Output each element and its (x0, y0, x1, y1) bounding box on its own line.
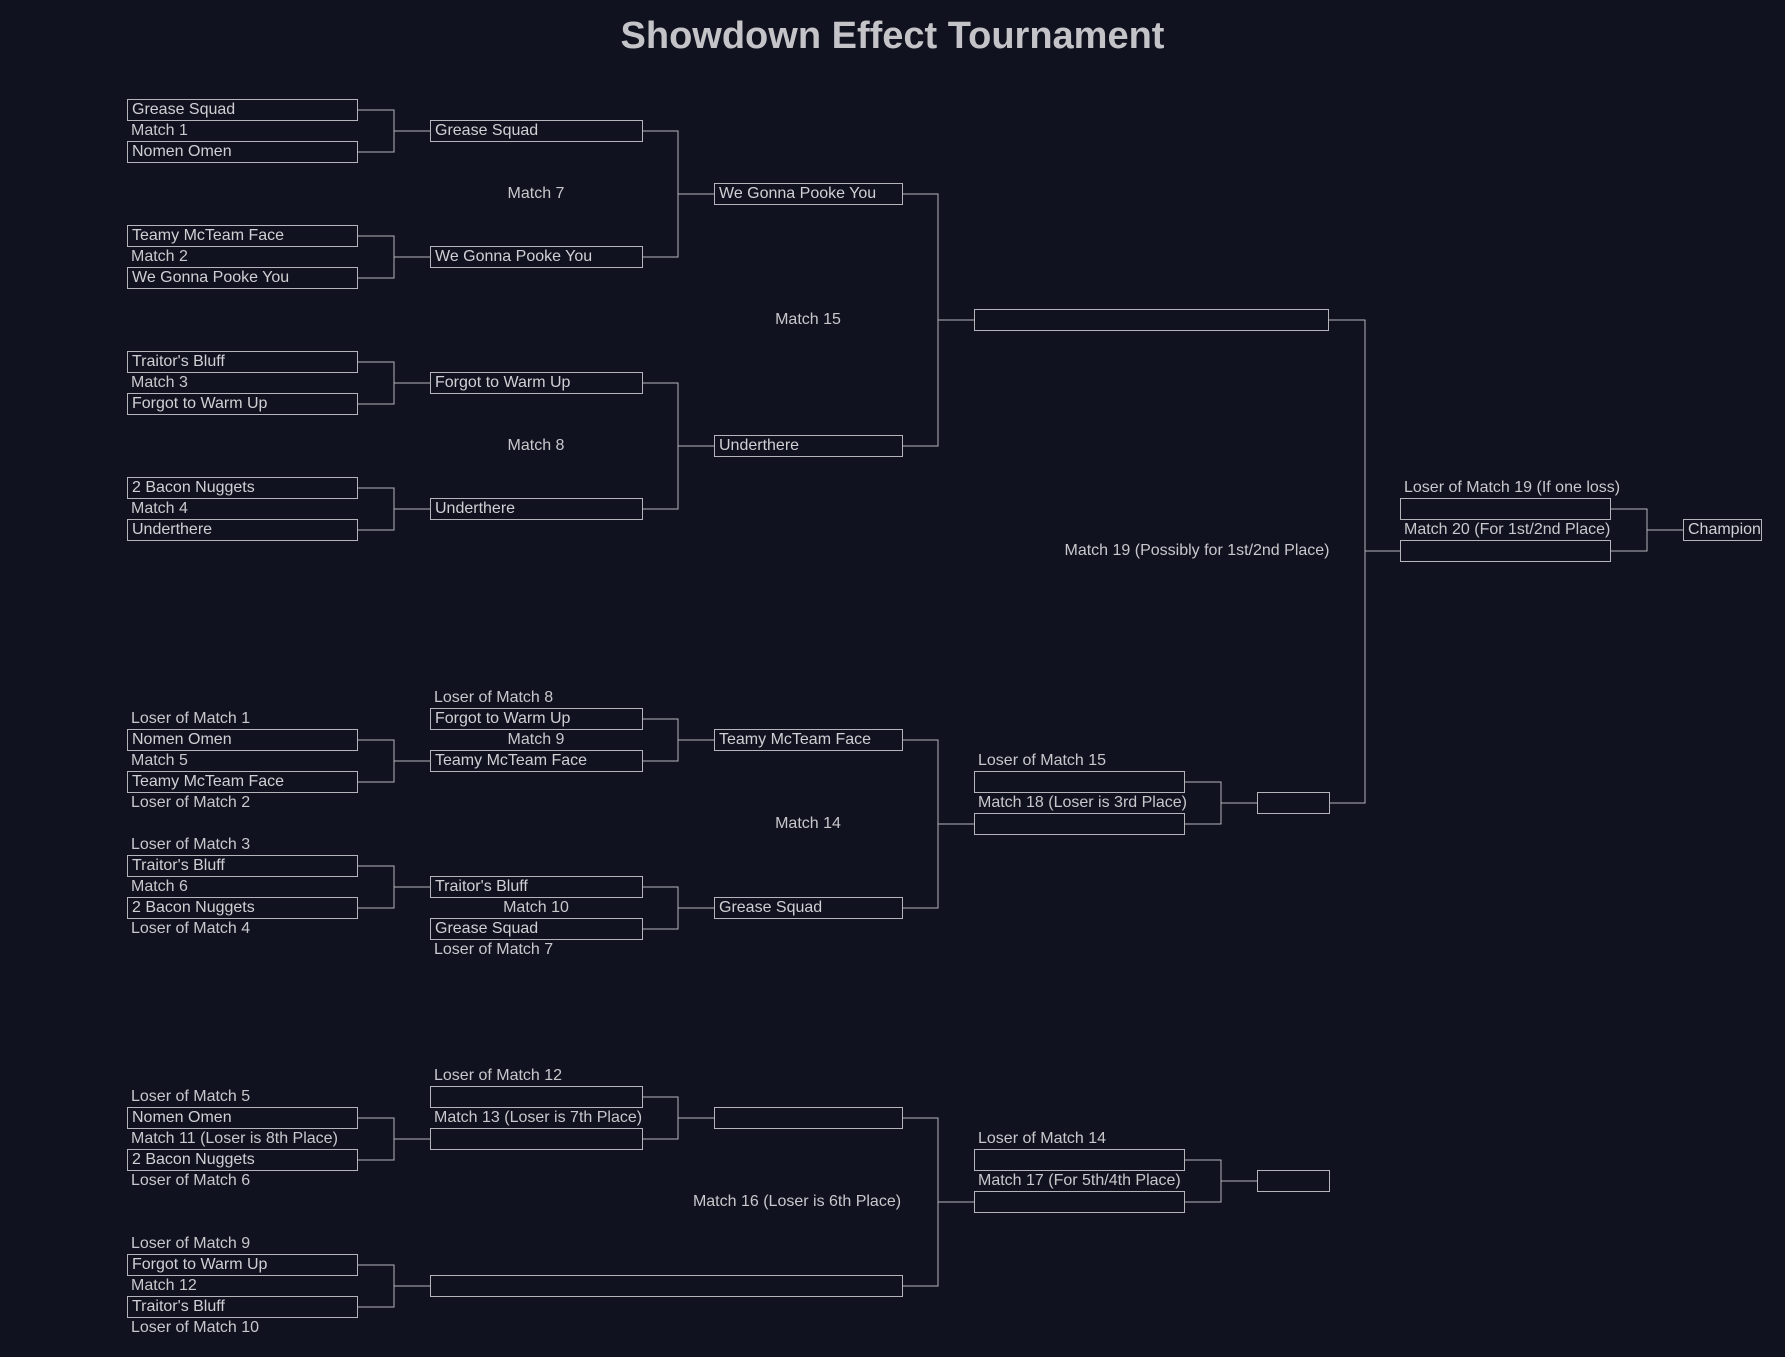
bracket-slot-m12b: Traitor's Bluff (127, 1296, 358, 1318)
connector-m11a-m11b-m13b (358, 1117, 430, 1161)
bracket-slot-m19a (974, 309, 1329, 331)
match-label-lm8: Loser of Match 8 (434, 689, 554, 706)
match-label-m17: Match 17 (For 5th/4th Place) (978, 1172, 1181, 1189)
bracket-slot-m9a: Forgot to Warm Up (430, 708, 643, 730)
bracket-slot-m7a: Grease Squad (430, 120, 643, 142)
match-label-m16: Match 16 (Loser is 6th Place) (692, 1193, 902, 1210)
bracket-slot-m1a: Grease Squad (127, 99, 358, 121)
match-label-lm4: Loser of Match 4 (131, 920, 251, 937)
connector-m5a-m5b-m9b (358, 739, 430, 783)
bracket-slot-m4a: 2 Bacon Nuggets (127, 477, 358, 499)
page-title: Showdown Effect Tournament (620, 15, 1165, 57)
connector-m13a-m13b-m16a (643, 1096, 714, 1140)
connector-m17a-m17b-p5 (1185, 1159, 1257, 1203)
connector-m14a-m14b-m18b (903, 739, 974, 909)
match-label-lm10: Loser of Match 10 (131, 1319, 260, 1336)
bracket-slot-m4b: Underthere (127, 519, 358, 541)
match-label-lm3: Loser of Match 3 (131, 836, 251, 853)
bracket-slot-m14a: Teamy McTeam Face (714, 729, 903, 751)
connector-m1a-m1b-m7a (358, 109, 430, 153)
connector-m2a-m2b-m7b (358, 235, 430, 279)
bracket-slot-m11a: Nomen Omen (127, 1107, 358, 1129)
match-label-lm7: Loser of Match 7 (434, 941, 554, 958)
bracket-slot-m10b: Grease Squad (430, 918, 643, 940)
bracket-slot-m8a: Forgot to Warm Up (430, 372, 643, 394)
match-label-lm15: Loser of Match 15 (978, 752, 1107, 769)
bracket-slot-m14b: Grease Squad (714, 897, 903, 919)
bracket-slot-m1b: Nomen Omen (127, 141, 358, 163)
bracket-slot-m5a: Nomen Omen (127, 729, 358, 751)
bracket-slot-m19b (1257, 792, 1330, 814)
bracket-slot-p5 (1257, 1170, 1330, 1192)
match-label-m5: Match 5 (131, 752, 188, 769)
connector-m18a-m18b-m19b (1185, 781, 1257, 825)
bracket-slot-m3b: Forgot to Warm Up (127, 393, 358, 415)
bracket-slot-m6a: Traitor's Bluff (127, 855, 358, 877)
connector-m20a-m20b-champ (1611, 508, 1683, 552)
match-label-m4: Match 4 (131, 500, 188, 517)
match-label-m1: Match 1 (131, 122, 188, 139)
match-label-m15: Match 15 (775, 311, 841, 328)
bracket-slot-m16a (714, 1107, 903, 1129)
connector-m7a-m7b-m15a (643, 130, 714, 258)
bracket-slot-m15b: Underthere (714, 435, 903, 457)
bracket-slot-m15a: We Gonna Pooke You (714, 183, 903, 205)
bracket-slot-m7b: We Gonna Pooke You (430, 246, 643, 268)
match-label-lm5: Loser of Match 5 (131, 1088, 251, 1105)
bracket-slot-m20a (1400, 498, 1611, 520)
match-label-m18: Match 18 (Loser is 3rd Place) (978, 794, 1187, 811)
match-label-lm9: Loser of Match 9 (131, 1235, 251, 1252)
match-label-m8: Match 8 (507, 437, 565, 454)
match-label-m20: Match 20 (For 1st/2nd Place) (1404, 521, 1611, 538)
bracket-slot-m17b (974, 1191, 1185, 1213)
match-label-m11: Match 11 (Loser is 8th Place) (131, 1130, 338, 1147)
connector-m19a-m19b-m20b (1329, 319, 1400, 804)
connector-m3a-m3b-m8a (358, 361, 430, 405)
match-label-m20-top: Loser of Match 19 (If one loss) (1404, 479, 1621, 496)
match-label-m7: Match 7 (507, 185, 565, 202)
match-label-m12: Match 12 (131, 1277, 197, 1294)
match-label-m19: Match 19 (Possibly for 1st/2nd Place) (1064, 542, 1330, 559)
bracket-slot-m12a: Forgot to Warm Up (127, 1254, 358, 1276)
bracket-slot-m9b: Teamy McTeam Face (430, 750, 643, 772)
match-label-m13: Match 13 (Loser is 7th Place) (434, 1109, 643, 1126)
bracket-slot-m13b (430, 1128, 643, 1150)
match-label-m9: Match 9 (507, 731, 565, 748)
bracket-slot-m13a (430, 1086, 643, 1108)
bracket-slot-m10a: Traitor's Bluff (430, 876, 643, 898)
connector-m4a-m4b-m8b (358, 487, 430, 531)
connector-m16a-m16b-m17b (903, 1117, 974, 1287)
bracket-slot-m18a (974, 771, 1185, 793)
bracket-slot-m20b (1400, 540, 1611, 562)
match-label-m6: Match 6 (131, 878, 188, 895)
bracket-slot-m2b: We Gonna Pooke You (127, 267, 358, 289)
match-label-m2: Match 2 (131, 248, 188, 265)
bracket-slot-m18b (974, 813, 1185, 835)
bracket-slot-m3a: Traitor's Bluff (127, 351, 358, 373)
connector-m6a-m6b-m10a (358, 865, 430, 909)
bracket-slot-m17a (974, 1149, 1185, 1171)
bracket-slot-m5b: Teamy McTeam Face (127, 771, 358, 793)
bracket-slot-m6b: 2 Bacon Nuggets (127, 897, 358, 919)
bracket-slot-m8b: Underthere (430, 498, 643, 520)
match-label-m10: Match 10 (503, 899, 569, 916)
connector-m10a-m10b-m14b (643, 886, 714, 930)
bracket-slot-m2a: Teamy McTeam Face (127, 225, 358, 247)
match-label-lm12: Loser of Match 12 (434, 1067, 563, 1084)
bracket-slot-m16b (430, 1275, 903, 1297)
bracket-slot-champ: Champion (1683, 519, 1762, 541)
match-label-m14: Match 14 (775, 815, 841, 832)
connector-m8a-m8b-m15b (643, 382, 714, 510)
match-label-lm6: Loser of Match 6 (131, 1172, 251, 1189)
match-label-lm2: Loser of Match 2 (131, 794, 251, 811)
match-label-m3: Match 3 (131, 374, 188, 391)
connector-m15a-m15b-m19a (903, 193, 974, 447)
match-label-lm14: Loser of Match 14 (978, 1130, 1107, 1147)
connector-m12a-m12b-m16b (358, 1264, 430, 1308)
match-label-lm1: Loser of Match 1 (131, 710, 251, 727)
connector-m9a-m9b-m14a (643, 718, 714, 762)
bracket-slot-m11b: 2 Bacon Nuggets (127, 1149, 358, 1171)
